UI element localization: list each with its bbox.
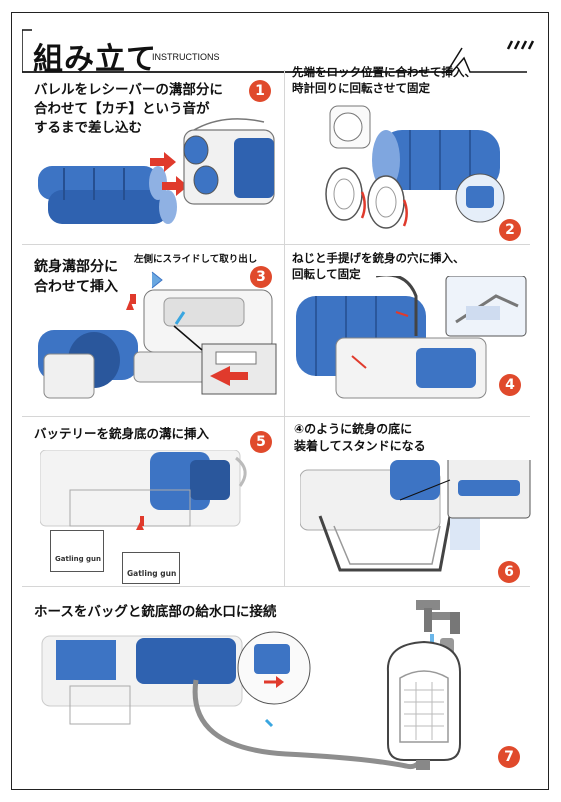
step-6-illustration (300, 460, 531, 572)
arrow-right-icon (162, 176, 188, 196)
arrow-right-icon (210, 366, 248, 386)
step-2-text: 先端をロック位置に合わせて挿入、 時計回りに回転させて固定 (292, 65, 476, 96)
water-bag-icon (386, 640, 461, 770)
stripes-decoration (506, 40, 535, 50)
step-2-illustration (325, 105, 505, 229)
header-decoration (22, 29, 527, 73)
step-1-badge: 1 (249, 80, 271, 102)
step-4-text: ねじと手提げを銃身の穴に挿入、 回転して固定 (292, 251, 465, 282)
battery-label-small: Gatling gun (55, 555, 102, 563)
page-subtitle: INSTRUCTIONS (152, 52, 220, 62)
vertical-divider (284, 70, 285, 586)
battery-label: Gatling gun (127, 569, 177, 578)
step-7-badge: 7 (498, 746, 520, 768)
step-3-badge: 3 (250, 266, 272, 288)
step-3-note: 左側にスライドして取り出し (134, 254, 258, 265)
battery-zoom-box: Gatling gun (50, 530, 104, 572)
step-6-badge: 6 (498, 561, 520, 583)
clockwise-arrow-icon (402, 199, 408, 227)
step-4-illustration (296, 276, 527, 399)
step-5-text: バッテリーを銃身底の溝に挿入 (34, 426, 210, 441)
horizontal-divider-2 (22, 416, 530, 417)
step-4-badge: 4 (499, 374, 521, 396)
step-2-badge: 2 (499, 219, 521, 241)
clockwise-arrow-icon (360, 191, 366, 219)
step-1-illustration (38, 118, 275, 224)
step-5-badge: 5 (250, 431, 272, 453)
page-title: 組み立て (33, 42, 157, 77)
step-7-text: ホースをバッグと銃底部の給水口に接続 (34, 604, 277, 620)
battery-pack: Gatling gun (122, 552, 180, 584)
step-3-text: 銃身溝部分に 合わせて挿入 (34, 259, 118, 295)
horizontal-divider-3 (22, 586, 530, 587)
step-6-text: ④のように銃身の底に 装着してスタンドになる (294, 422, 426, 454)
hose-icon (192, 679, 427, 770)
step-5-illustration (40, 450, 247, 530)
step-3-illustration (38, 271, 277, 399)
step-1-text: バレルをレシーバーの溝部分に 合わせて【カチ】という音が するまで差し込む (34, 82, 223, 137)
step-7-illustration (41, 600, 461, 770)
arrow-right-icon (150, 152, 176, 172)
horizontal-divider-1 (22, 244, 530, 245)
